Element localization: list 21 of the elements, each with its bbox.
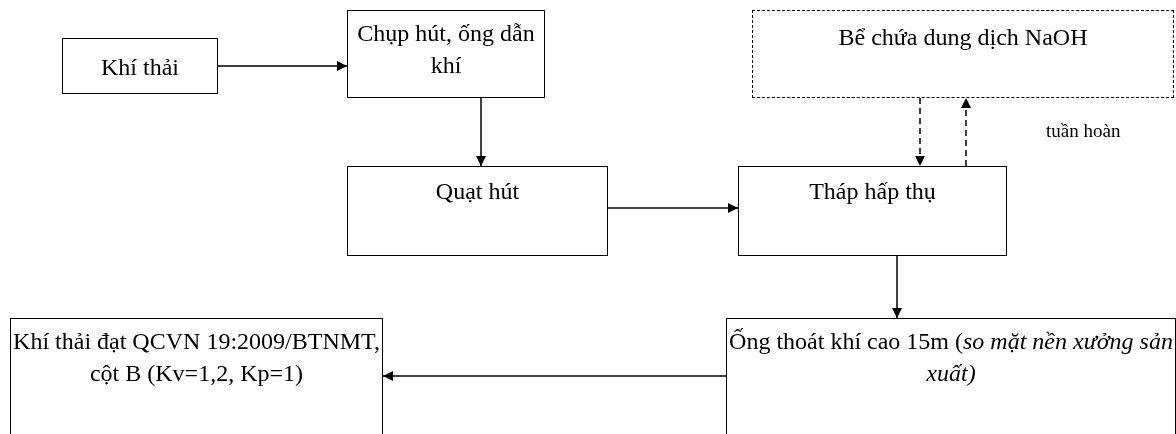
process-box [10,318,383,434]
arrow [607,203,739,213]
box-text: Chụp hút, ống dẫn khí [356,19,536,80]
process-box [347,10,545,98]
box-text: Khí thải [100,53,180,82]
process-box [726,318,1176,434]
process-box [62,38,218,94]
process-box [738,166,1007,256]
box-text: Khí thải đạt QCVN 19:2009/BTNMT, cột B (Kv=1,2, Kp=1) [12,327,381,388]
box-text: Quạt hút [434,177,521,206]
box-text: Bể chứa dung dịch NaOH [837,23,1089,52]
arrow [892,255,902,319]
box-text: Ống thoát khí cao 15m (so mặt nền xưởng sản xuất) [728,327,1174,388]
process-box [347,166,608,256]
box-text: Tháp hấp thụ [808,177,937,206]
dashed-process-box [752,10,1174,98]
arrow [476,97,486,167]
dashed-arrow [915,97,925,167]
arrow [382,371,727,381]
arrow [217,61,348,71]
dashed-arrow [961,97,971,167]
